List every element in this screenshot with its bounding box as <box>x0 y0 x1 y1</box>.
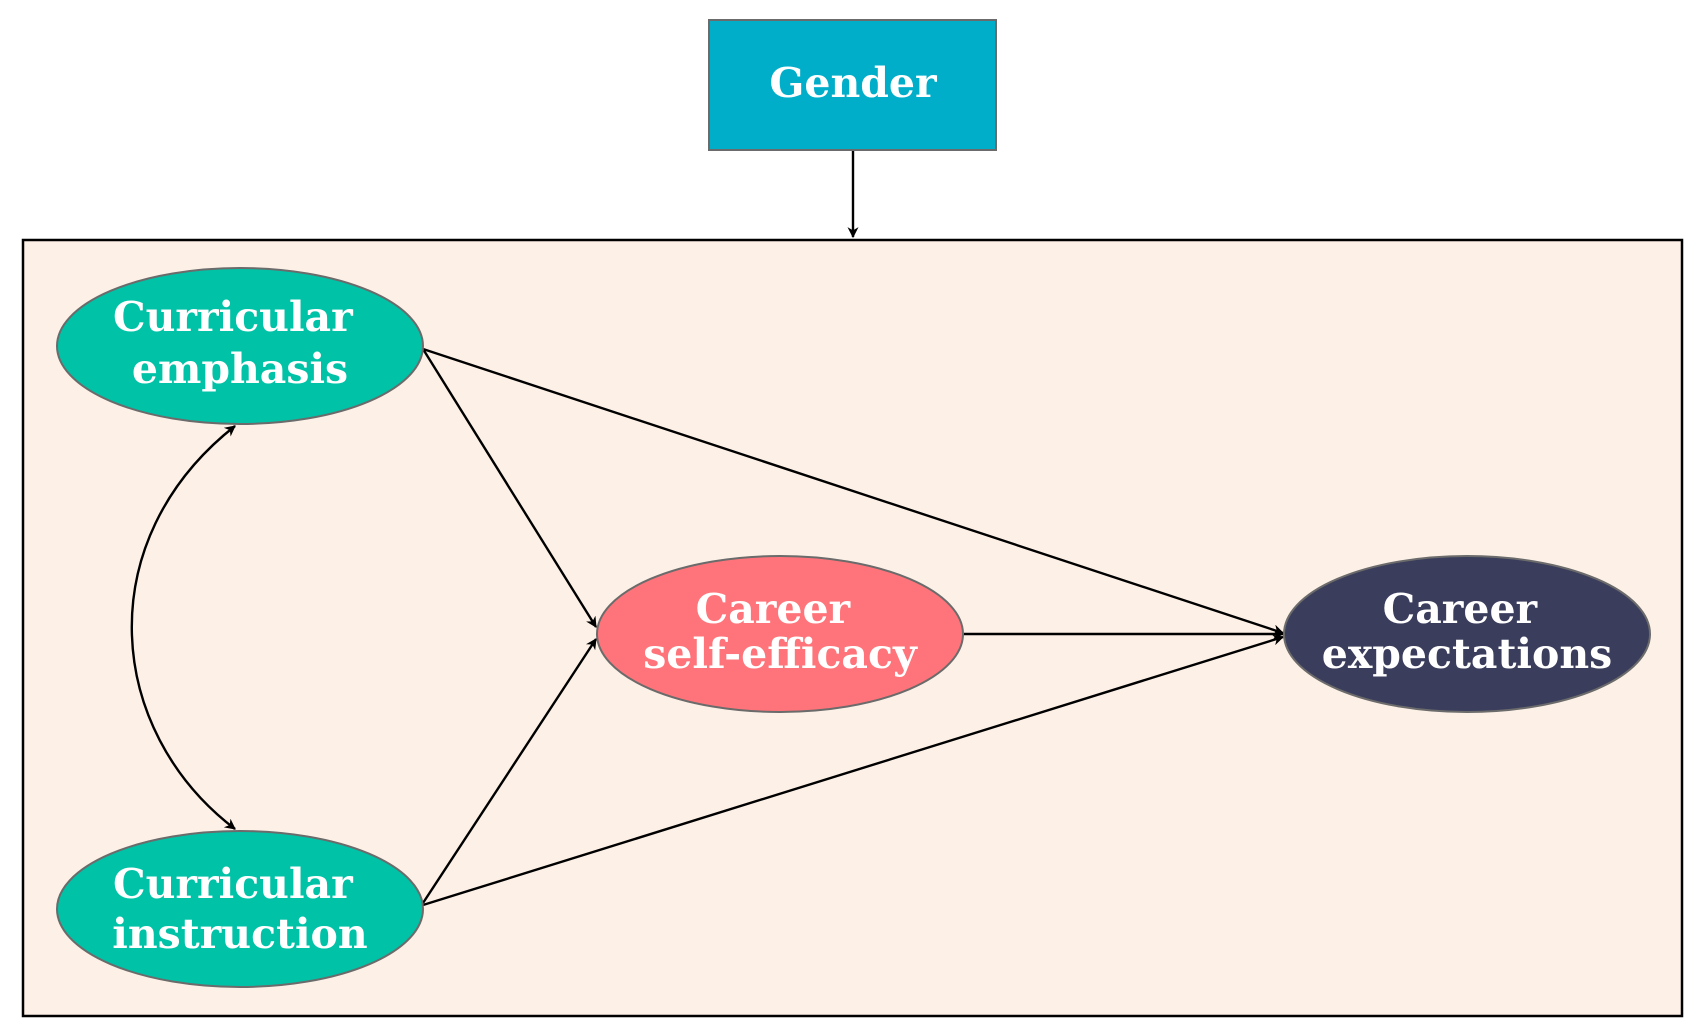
edge-instruction-to-self-efficacy <box>421 638 598 904</box>
career-self-efficacy-line-1: Career <box>696 585 852 633</box>
gender-label-line-1: Gender <box>769 59 938 107</box>
edge-emphasis-instruction-covariance <box>130 425 236 830</box>
edge-emphasis-to-expectations <box>422 347 1285 636</box>
edge-instruction-to-expectations <box>422 634 1285 907</box>
curricular-emphasis-line-1: Curricular <box>113 293 354 341</box>
node-career-expectations: Career expectations <box>1283 555 1651 713</box>
curricular-instruction-line-1: Curricular <box>113 860 354 908</box>
curricular-instruction-label: Curricular instruction <box>112 860 367 958</box>
career-self-efficacy-ellipse <box>596 555 964 713</box>
career-expectations-line-2: expectations <box>1322 630 1613 678</box>
gender-box <box>708 19 997 151</box>
gender-label: Gender <box>769 59 938 107</box>
node-career-self-efficacy: Career self-efficacy <box>596 555 964 713</box>
edges <box>130 150 1285 907</box>
curricular-instruction-ellipse <box>56 830 424 988</box>
career-self-efficacy-label: Career self-efficacy <box>643 585 918 678</box>
edge-emphasis-to-self-efficacy <box>421 348 598 628</box>
node-curricular-instruction: Curricular instruction <box>56 830 424 988</box>
curricular-emphasis-ellipse <box>56 267 424 425</box>
career-expectations-line-1: Career <box>1383 585 1539 633</box>
curricular-instruction-line-2: instruction <box>112 910 367 958</box>
career-expectations-ellipse <box>1283 555 1651 713</box>
curricular-emphasis-label: Curricular emphasis <box>113 293 367 393</box>
career-expectations-label: Career expectations <box>1322 585 1613 678</box>
curricular-emphasis-line-2: emphasis <box>132 345 348 393</box>
node-curricular-emphasis: Curricular emphasis <box>56 267 424 425</box>
career-self-efficacy-line-2: self-efficacy <box>643 630 918 678</box>
node-gender: Gender <box>708 19 997 151</box>
